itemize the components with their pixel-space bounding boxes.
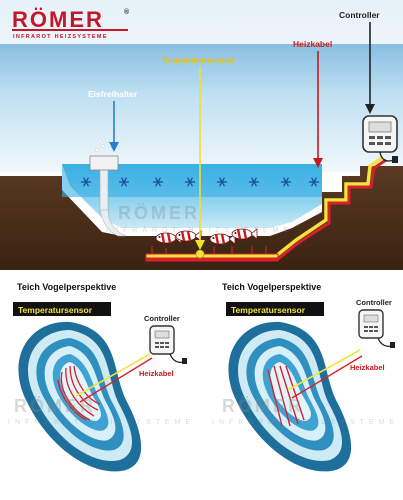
cable-line-right — [291, 355, 363, 399]
panel-right-title: Teich Vogelperspektive — [222, 282, 321, 292]
logo-registered-mark: ® — [124, 8, 130, 16]
plug-icon — [392, 156, 398, 163]
sensor-line-left — [75, 353, 151, 397]
label-heizkabel: Heizkabel — [293, 39, 332, 49]
logo-backdrop — [0, 0, 403, 44]
panel-left-title: Teich Vogelperspektive — [17, 282, 116, 292]
panel-right-sensor-label: Temperatursensor — [231, 305, 306, 315]
logo-name: RÖMER — [12, 7, 104, 32]
heating-cable-red — [146, 158, 387, 261]
watermark-name: RÖMER — [118, 203, 200, 223]
label-controller: Controller — [339, 10, 380, 20]
svg-text:RÖMER: RÖMER — [14, 396, 96, 416]
panel-left-sensor-badge — [13, 302, 111, 316]
logo-underline — [12, 29, 128, 31]
panel-right-heizkabel-label: Heizkabel — [350, 363, 385, 372]
heating-loop-right — [267, 365, 305, 427]
watermark-right: RÖMER INFRAROT HEIZSYSTEME — [212, 396, 399, 426]
label-eisfreihalter: Eisfreihalter — [88, 89, 138, 99]
temperature-sensor — [195, 249, 205, 259]
panel-right: Teich Vogelperspektive Temperatursensor … — [212, 282, 399, 472]
label-temperatursensor: Temperatursensor — [161, 55, 236, 65]
eisfreihalter-pipe-bend — [99, 209, 127, 237]
heating-mat — [145, 253, 279, 262]
controller-device — [362, 115, 398, 163]
panel-left-heizkabel-label: Heizkabel — [139, 369, 174, 378]
watermark-tagline: INFRAROT HEIZSYSTEME — [106, 227, 293, 234]
romer-logo: RÖMER ® INFRAROT HEIZSYSTEME — [12, 7, 130, 40]
pond-top-view-right — [228, 321, 352, 472]
eisfreihalter-pipe — [99, 167, 109, 213]
cable-line-left — [79, 357, 153, 403]
watermark-top: RÖMER INFRAROT HEIZSYSTEME — [106, 203, 293, 234]
svg-text:RÖMER: RÖMER — [222, 396, 304, 416]
panel-right-controller-label: Controller — [356, 298, 392, 307]
panel-left: Teich Vogelperspektive Temperatursensor … — [8, 282, 195, 472]
controller-display — [368, 121, 392, 133]
plug-icon — [390, 342, 395, 348]
panel-left-sensor-label: Temperatursensor — [18, 305, 93, 315]
svg-text:INFRAROT HEIZSYSTEME: INFRAROT HEIZSYSTEME — [8, 419, 195, 426]
eisfreihalter-float — [89, 155, 119, 171]
earth-soil — [0, 166, 403, 270]
sensor-line-right — [287, 349, 361, 391]
watermark-left: RÖMER INFRAROT HEIZSYSTEME — [8, 396, 195, 426]
controller-icon — [149, 325, 175, 355]
controller-icon — [362, 115, 398, 153]
panel-right-sensor-badge — [226, 302, 324, 316]
svg-text:INFRAROT HEIZSYSTEME: INFRAROT HEIZSYSTEME — [212, 419, 399, 426]
panel-left-controller-label: Controller — [144, 314, 180, 323]
heating-loop-left — [60, 365, 101, 421]
controller-icon — [358, 309, 384, 339]
plug-icon — [182, 358, 187, 364]
logo-tagline: INFRAROT HEIZSYSTEME — [13, 34, 108, 40]
heating-cable-yellow — [146, 156, 383, 258]
